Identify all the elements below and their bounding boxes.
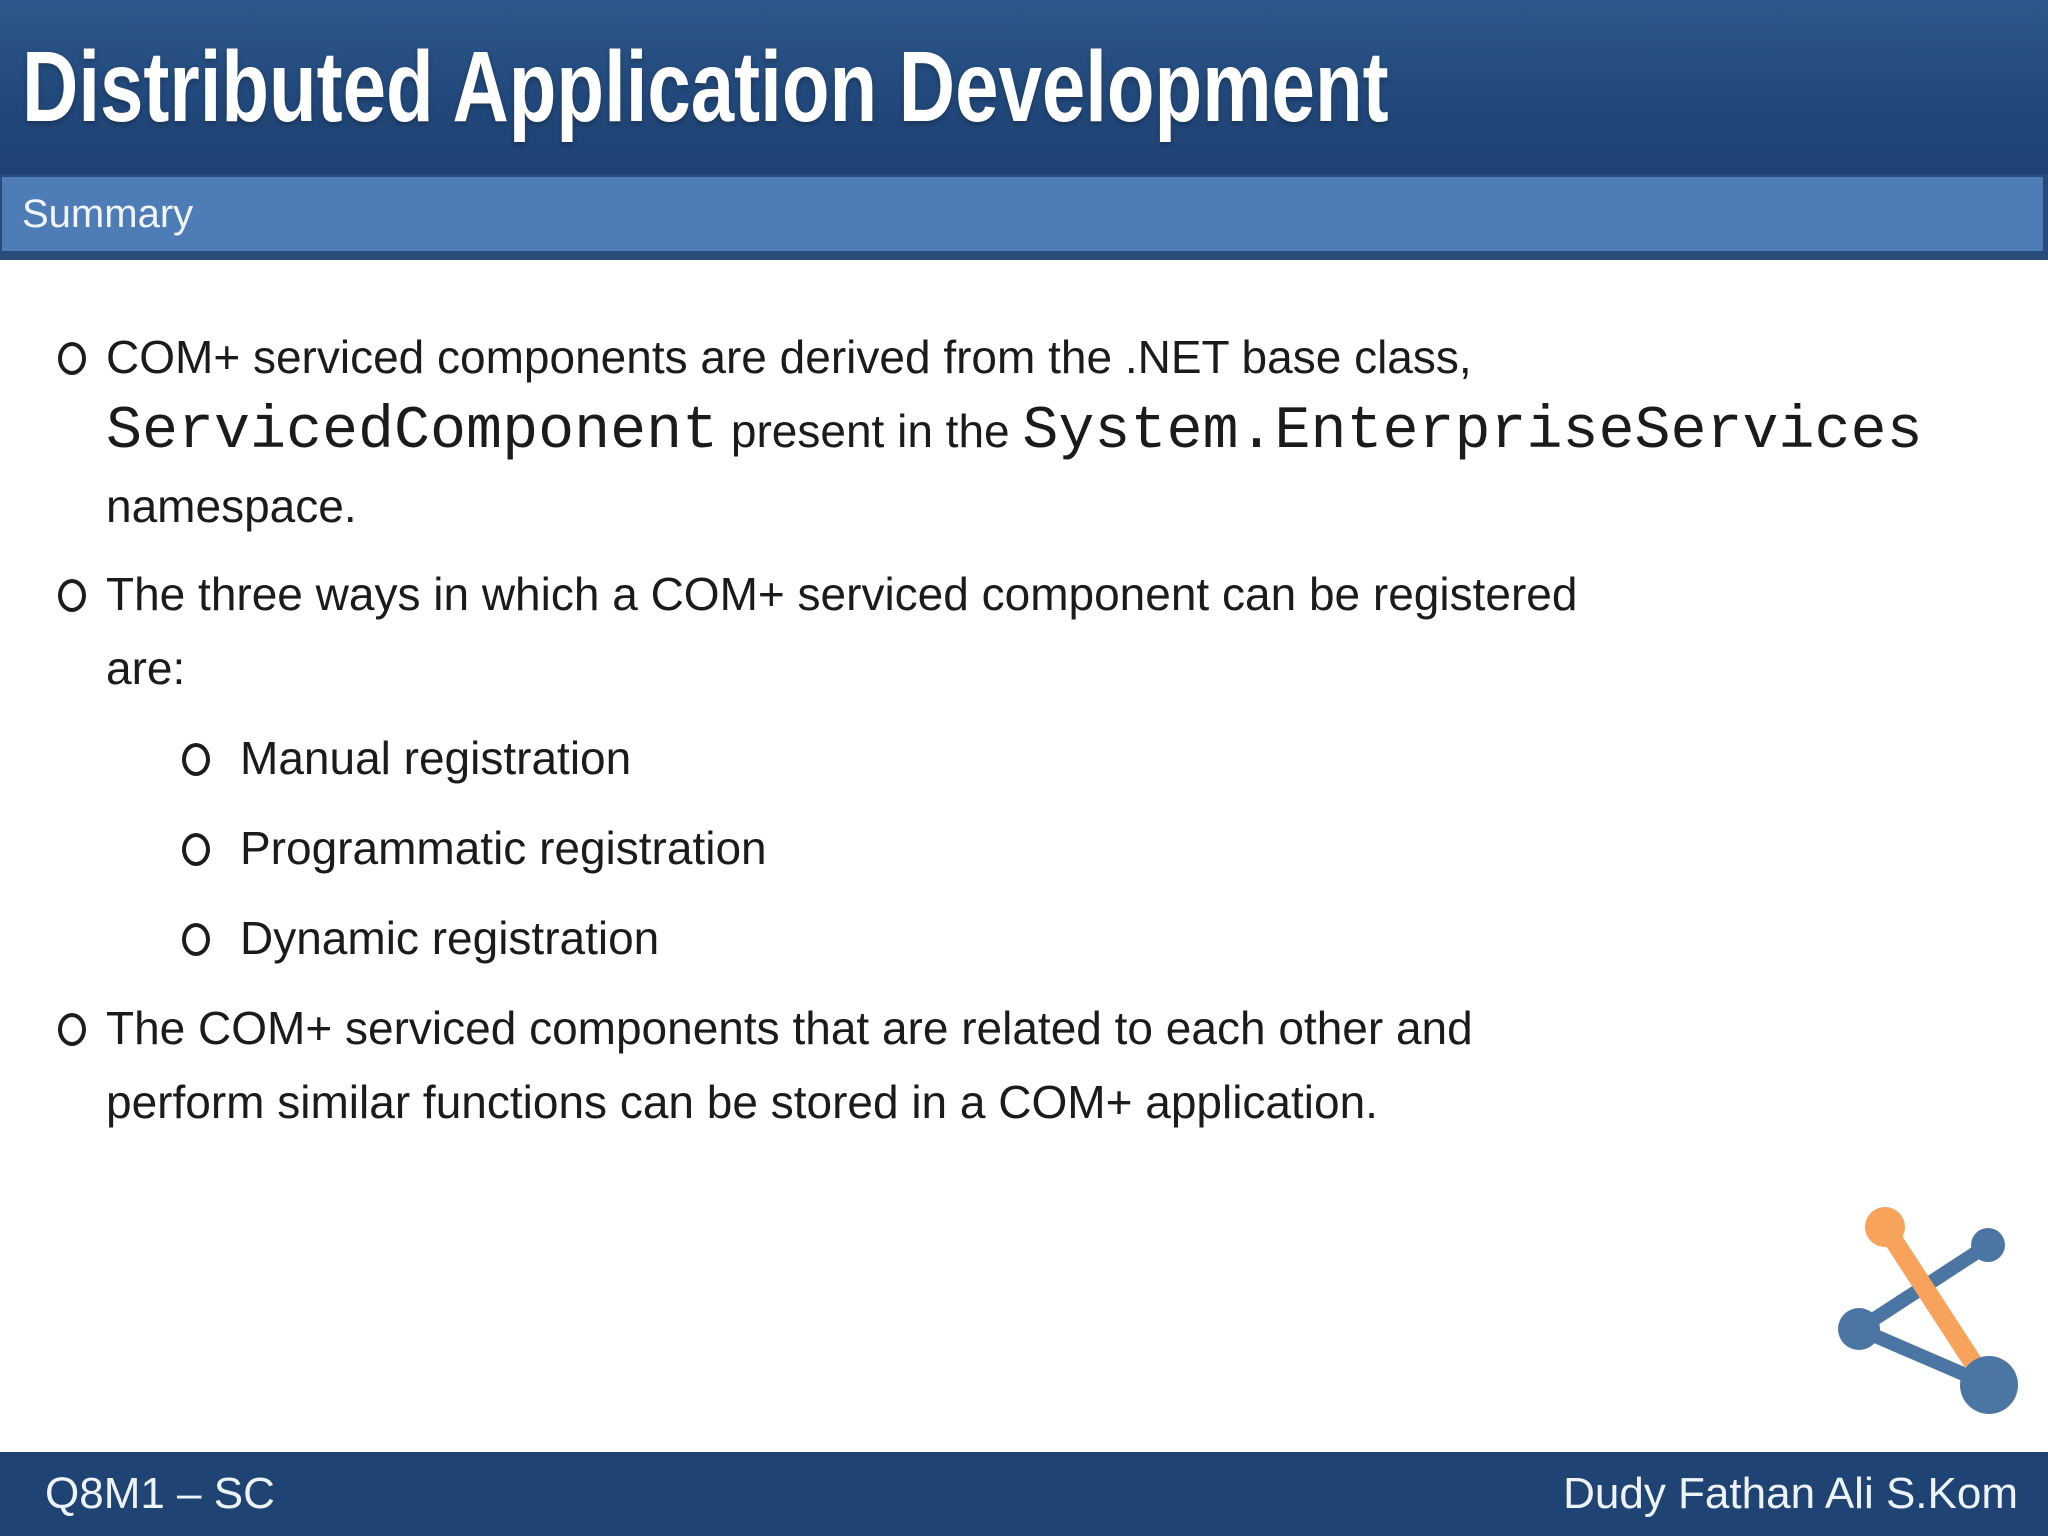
bullet-line-text: present in the	[718, 405, 1023, 457]
circle-bullet-icon	[182, 923, 210, 956]
course-code: Q8M1 – SC	[45, 1469, 275, 1518]
footer-bar: Q8M1 – SC Dudy Fathan Ali S.Kom	[0, 1452, 2048, 1536]
bullet-line: ServicedComponent present in the System.…	[106, 394, 1923, 469]
sub-bullet-item: Programmatic registration	[0, 811, 2048, 885]
circle-bullet-icon	[182, 833, 210, 866]
bullet-text: The three ways in which a COM+ serviced …	[106, 557, 1577, 705]
circle-bullet-icon	[182, 743, 210, 776]
bullet-line: perform similar functions can be stored …	[106, 1076, 1378, 1128]
bullet-item: The COM+ serviced components that are re…	[0, 991, 2048, 1139]
page-title-text: Distributed Application Development	[22, 31, 1389, 143]
bullet-line: Dynamic registration	[240, 912, 660, 964]
bullet-line: COM+ serviced components are derived fro…	[106, 331, 1472, 383]
bullet-text: Dynamic registration	[240, 901, 659, 975]
code-inline: ServicedComponent	[106, 398, 719, 466]
bullet-line: namespace.	[106, 480, 357, 532]
bullet-text: The COM+ serviced components that are re…	[106, 991, 1473, 1139]
network-logo-icon	[1838, 1207, 2018, 1414]
bullet-text: COM+ serviced components are derived fro…	[106, 320, 1923, 543]
bullet-text: Programmatic registration	[240, 811, 767, 885]
section-label: Summary	[22, 192, 194, 236]
sub-bullet-item: Dynamic registration	[0, 901, 2048, 975]
bullet-line: Manual registration	[240, 732, 632, 784]
section-bar: Summary	[0, 174, 2048, 260]
bullet-line: The COM+ serviced components that are re…	[106, 1002, 1473, 1054]
author-name: Dudy Fathan Ali S.Kom	[1563, 1469, 2018, 1518]
code-inline: System.EnterpriseServices	[1022, 398, 1923, 466]
circle-bullet-icon	[58, 1013, 86, 1046]
circle-bullet-icon	[58, 342, 86, 375]
bullet-item: COM+ serviced components are derived fro…	[0, 320, 2048, 543]
bullet-line: The three ways in which a COM+ serviced …	[106, 568, 1578, 620]
slide-body: COM+ serviced components are derived fro…	[0, 260, 2048, 1450]
bullet-line: are:	[106, 642, 186, 694]
sub-bullet-item: Manual registration	[0, 721, 2048, 795]
page-title: Distributed Application Development	[22, 0, 1774, 174]
bullet-text: Manual registration	[240, 721, 631, 795]
bullet-item: The three ways in which a COM+ serviced …	[0, 557, 2048, 705]
circle-bullet-icon	[58, 579, 86, 612]
title-bar: Distributed Application Development	[0, 0, 2048, 174]
bullet-line: Programmatic registration	[240, 822, 767, 874]
